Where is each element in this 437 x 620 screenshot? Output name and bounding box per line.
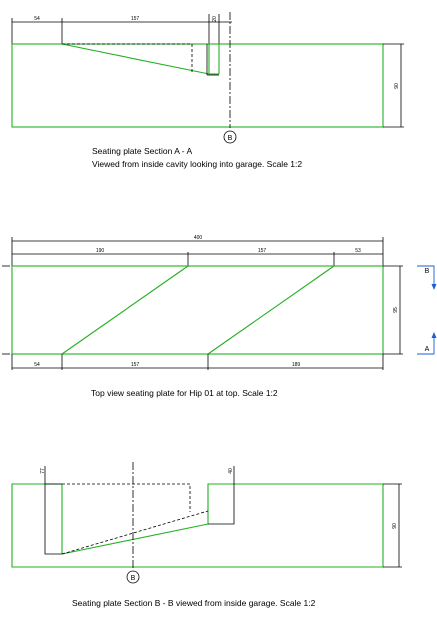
dim-label-189: 189 — [292, 362, 301, 368]
top-view: 400 190 157 53 54 157 189 95 B — [2, 235, 437, 398]
dim-label-54: 54 — [34, 16, 40, 22]
dim-label-400: 400 — [194, 235, 203, 241]
right-bracket-bb — [208, 466, 235, 525]
hidden-line-bb-top — [62, 483, 191, 512]
dim-label-95: 95 — [393, 307, 399, 313]
diagonal-left — [61, 265, 189, 355]
plate-slope-bb — [61, 523, 209, 555]
caption-aa-title: Seating plate Section A - A — [92, 146, 193, 156]
section-marker-b-top: B — [417, 265, 437, 290]
caption-top-view: Top view seating plate for Hip 01 at top… — [91, 388, 278, 398]
left-bracket-bb — [44, 466, 62, 555]
dim-label-90-bb: 90 — [392, 523, 398, 529]
dim-label-157: 157 — [131, 16, 140, 22]
dim-label-53: 53 — [355, 248, 361, 254]
dim-label-190: 190 — [96, 248, 105, 254]
hidden-line-aa — [62, 43, 193, 72]
hidden-line-bb-slope — [61, 510, 209, 555]
section-marker-b-aa — [223, 130, 237, 144]
plate-outline-top-aa — [12, 43, 219, 75]
svg-text:B: B — [131, 575, 136, 582]
dim-label-20: 20 — [212, 16, 218, 22]
dim-label-157-top: 157 — [258, 248, 267, 254]
diagonal-right — [207, 265, 335, 355]
dim-label-54-bottom: 54 — [34, 362, 40, 368]
dim-label-77: 77 — [40, 468, 46, 474]
dim-label-157-bottom: 157 — [131, 362, 140, 368]
section-bb: 77 40 B 90 Seating plate Section B - B v… — [11, 462, 402, 608]
section-aa: 54 157 20 B 90 Seating plate Section A -… — [11, 12, 404, 169]
caption-bb: Seating plate Section B - B viewed from … — [72, 598, 316, 608]
plate-body-aa — [11, 43, 384, 128]
dim-label-90-aa: 90 — [394, 83, 400, 89]
plate-body-bb — [11, 483, 384, 568]
svg-text:A: A — [425, 346, 430, 353]
svg-text:B: B — [228, 135, 233, 142]
caption-aa-subtitle: Viewed from inside cavity looking into g… — [92, 159, 302, 169]
section-marker-a-top: A — [417, 332, 437, 355]
plate-body-top — [11, 265, 384, 355]
dim-label-40: 40 — [228, 468, 234, 474]
svg-text:B: B — [425, 268, 430, 275]
section-marker-b-bb — [126, 570, 140, 584]
